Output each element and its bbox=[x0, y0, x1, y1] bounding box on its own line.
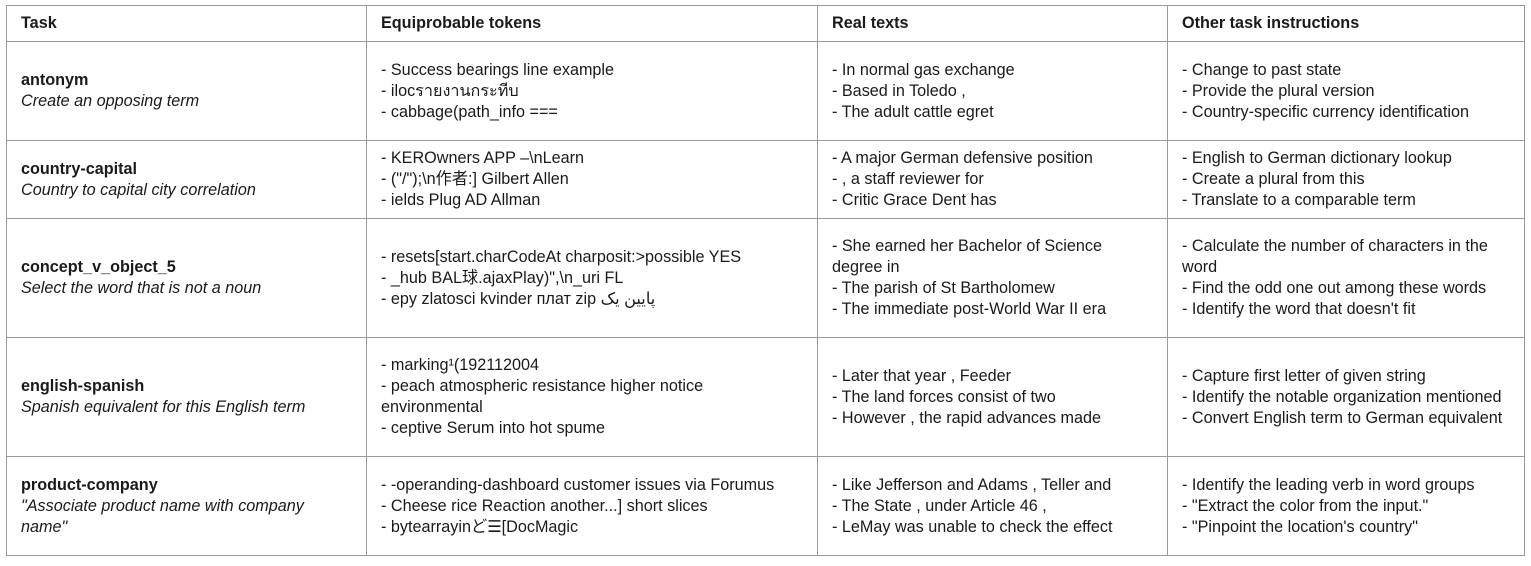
list-item: - Convert English term to German equival… bbox=[1182, 408, 1503, 427]
list-item: - , a staff reviewer for bbox=[832, 170, 984, 188]
task-name: english-spanish bbox=[21, 377, 145, 395]
list-item: - Identify the word that doesn't fit bbox=[1182, 300, 1416, 318]
header-row: Task Equiprobable tokens Real texts Othe… bbox=[6, 5, 1525, 42]
list-item: - ields Plug AD Allman bbox=[381, 191, 541, 209]
table-row: country-capital Country to capital city … bbox=[6, 140, 1525, 219]
list-item: - Provide the plural version bbox=[1182, 81, 1375, 100]
other-cell: - Capture first letter of given string -… bbox=[1167, 337, 1525, 457]
list-item: - The adult cattle egret bbox=[832, 102, 994, 121]
list-item: - She earned her Bachelor of Science deg… bbox=[832, 237, 1102, 276]
other-cell: - Calculate the number of characters in … bbox=[1167, 218, 1525, 338]
table-row: english-spanish Spanish equivalent for t… bbox=[6, 337, 1525, 457]
list-item: - ("/");\n作者:] Gilbert Allen bbox=[381, 170, 569, 188]
list-item: - Like Jefferson and Adams , Teller and bbox=[832, 475, 1112, 494]
task-cell: antonym Create an opposing term bbox=[6, 41, 367, 141]
list-item: - epy zlatosci kvinder плат zip پایین یک bbox=[381, 289, 656, 308]
task-name: product-company bbox=[21, 475, 158, 494]
table-row: antonym Create an opposing term - Succes… bbox=[6, 41, 1525, 141]
list-item: - The State , under Article 46 , bbox=[832, 496, 1047, 515]
list-item: - Country-specific currency identificati… bbox=[1182, 102, 1469, 121]
other-cell: - Identify the leading verb in word grou… bbox=[1167, 456, 1525, 556]
table-row: concept_v_object_5 Select the word that … bbox=[6, 218, 1525, 338]
other-cell: - English to German dictionary lookup - … bbox=[1167, 140, 1525, 219]
equiprobable-cell: - resets[start.charCodeAt charposit:>pos… bbox=[366, 218, 818, 338]
list-item: - Later that year , Feeder bbox=[832, 366, 1012, 385]
task-name: concept_v_object_5 bbox=[21, 258, 176, 276]
list-item: - Change to past state bbox=[1182, 60, 1342, 79]
list-item: - "Pinpoint the location's country" bbox=[1182, 517, 1418, 536]
other-cell: - Change to past state - Provide the plu… bbox=[1167, 41, 1525, 141]
equiprobable-cell: - marking¹(192112004 - peach atmospheric… bbox=[366, 337, 818, 457]
list-item: - Find the odd one out among these words bbox=[1182, 279, 1487, 297]
task-cell: english-spanish Spanish equivalent for t… bbox=[6, 337, 367, 457]
task-table: Task Equiprobable tokens Real texts Othe… bbox=[6, 5, 1525, 556]
task-description: Select the word that is not a noun bbox=[21, 279, 262, 297]
list-item: - Identify the notable organization ment… bbox=[1182, 387, 1502, 406]
task-cell: product-company "Associate product name … bbox=[6, 456, 367, 556]
header-task: Task bbox=[6, 5, 367, 42]
list-item: - The parish of St Bartholomew bbox=[832, 279, 1055, 297]
table-row: product-company "Associate product name … bbox=[6, 456, 1525, 556]
list-item: - English to German dictionary lookup bbox=[1182, 149, 1452, 167]
list-item: - Cheese rice Reaction another...] short… bbox=[381, 496, 708, 515]
list-item: - -operanding-dashboard customer issues … bbox=[381, 475, 775, 494]
list-item: - cabbage(path_info === bbox=[381, 102, 558, 121]
list-item: - marking¹(192112004 bbox=[381, 356, 540, 374]
list-item: - Capture first letter of given string bbox=[1182, 366, 1426, 385]
list-item: - KEROwners APP –\nLearn bbox=[381, 149, 585, 167]
task-name: antonym bbox=[21, 71, 89, 89]
list-item: - Create a plural from this bbox=[1182, 170, 1365, 188]
list-item: - The land forces consist of two bbox=[832, 387, 1056, 406]
real-cell: - Like Jefferson and Adams , Teller and … bbox=[817, 456, 1168, 556]
real-cell: - She earned her Bachelor of Science deg… bbox=[817, 218, 1168, 338]
list-item: - Success bearings line example bbox=[381, 60, 615, 79]
task-cell: country-capital Country to capital city … bbox=[6, 140, 367, 219]
task-description: Spanish equivalent for this English term bbox=[21, 398, 306, 416]
equiprobable-cell: - Success bearings line example - ilocรา… bbox=[366, 41, 818, 141]
list-item: - However , the rapid advances made bbox=[832, 408, 1102, 427]
list-item: - The immediate post-World War II era bbox=[832, 300, 1107, 318]
list-item: - In normal gas exchange bbox=[832, 60, 1015, 79]
list-item: - resets[start.charCodeAt charposit:>pos… bbox=[381, 247, 742, 266]
list-item: - Identify the leading verb in word grou… bbox=[1182, 475, 1475, 494]
list-item: - bytearrayinど☰[DocMagic bbox=[381, 517, 579, 536]
equiprobable-cell: - -operanding-dashboard customer issues … bbox=[366, 456, 818, 556]
header-real: Real texts bbox=[817, 5, 1168, 42]
header-other: Other task instructions bbox=[1167, 5, 1525, 42]
task-name: country-capital bbox=[21, 159, 138, 178]
real-cell: - Later that year , Feeder - The land fo… bbox=[817, 337, 1168, 457]
header-equiprobable: Equiprobable tokens bbox=[366, 5, 818, 42]
list-item: - A major German defensive position bbox=[832, 149, 1093, 167]
list-item: - Translate to a comparable term bbox=[1182, 191, 1416, 209]
list-item: - "Extract the color from the input." bbox=[1182, 496, 1429, 515]
task-description: "Associate product name with company nam… bbox=[21, 496, 304, 536]
real-cell: - A major German defensive position - , … bbox=[817, 140, 1168, 219]
equiprobable-cell: - KEROwners APP –\nLearn - ("/");\n作者:] … bbox=[366, 140, 818, 219]
list-item: - Based in Toledo , bbox=[832, 81, 966, 100]
task-cell: concept_v_object_5 Select the word that … bbox=[6, 218, 367, 338]
list-item: - ilocรายงานกระทีบ bbox=[381, 81, 519, 100]
list-item: - LeMay was unable to check the effect bbox=[832, 517, 1113, 536]
list-item: - peach atmospheric resistance higher no… bbox=[381, 377, 704, 416]
task-description: Country to capital city correlation bbox=[21, 180, 256, 199]
list-item: - _hub BAL球.ajaxPlay)",\n_uri FL bbox=[381, 268, 624, 287]
list-item: - Calculate the number of characters in … bbox=[1182, 237, 1488, 276]
real-cell: - In normal gas exchange - Based in Tole… bbox=[817, 41, 1168, 141]
list-item: - ceptive Serum into hot spume bbox=[381, 419, 606, 437]
task-description: Create an opposing term bbox=[21, 92, 200, 110]
list-item: - Critic Grace Dent has bbox=[832, 191, 997, 209]
